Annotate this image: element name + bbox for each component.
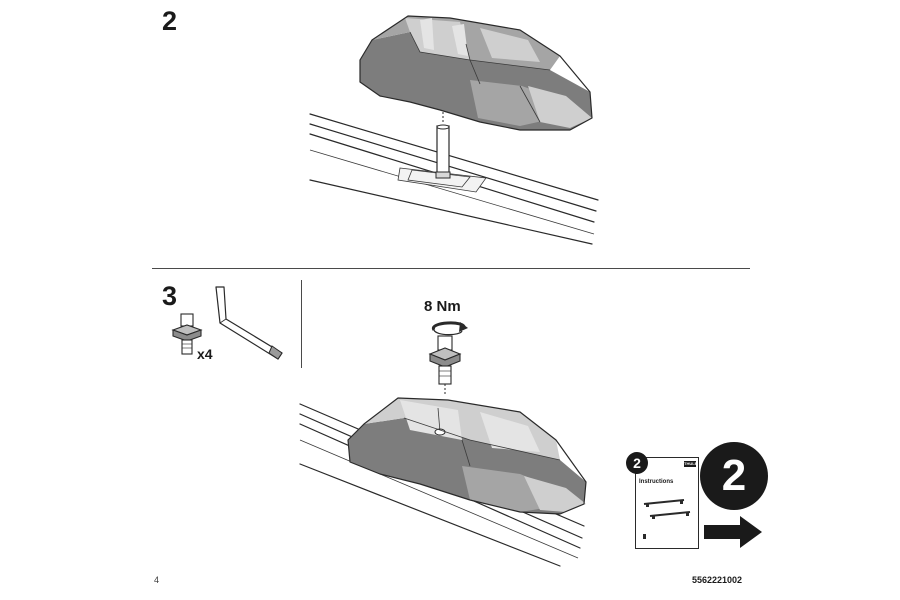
next-step-badge: 2 — [700, 442, 768, 510]
arrow-right-icon — [704, 516, 762, 548]
step-2-illustration — [309, 15, 599, 245]
card-step-badge: 2 — [626, 452, 648, 474]
allen-key-icon — [215, 286, 283, 360]
card-mark — [643, 534, 646, 539]
step-3-number: 3 — [162, 281, 178, 311]
foot-block-upper — [359, 15, 593, 131]
locating-pin — [435, 104, 451, 179]
card-title: Instructions — [639, 479, 674, 485]
step-2-number: 2 — [162, 6, 178, 36]
document-code: 5562221002 — [692, 575, 743, 585]
brand-label: THULE — [684, 461, 698, 467]
parts-divider — [301, 280, 303, 368]
instructions-card: THULE Instructions — [635, 457, 699, 549]
section-divider — [152, 268, 750, 270]
torque-bolt — [428, 335, 462, 396]
roof-bars-icon — [643, 499, 691, 519]
rotate-clockwise-icon — [432, 321, 468, 336]
foot-block-lower — [347, 397, 587, 515]
bolt-quantity: x4 — [197, 346, 213, 362]
page-number: 4 — [154, 575, 160, 585]
roof-rail-top — [309, 113, 599, 245]
torque-value: 8 Nm — [424, 298, 461, 315]
bolt-icon — [171, 313, 203, 355]
